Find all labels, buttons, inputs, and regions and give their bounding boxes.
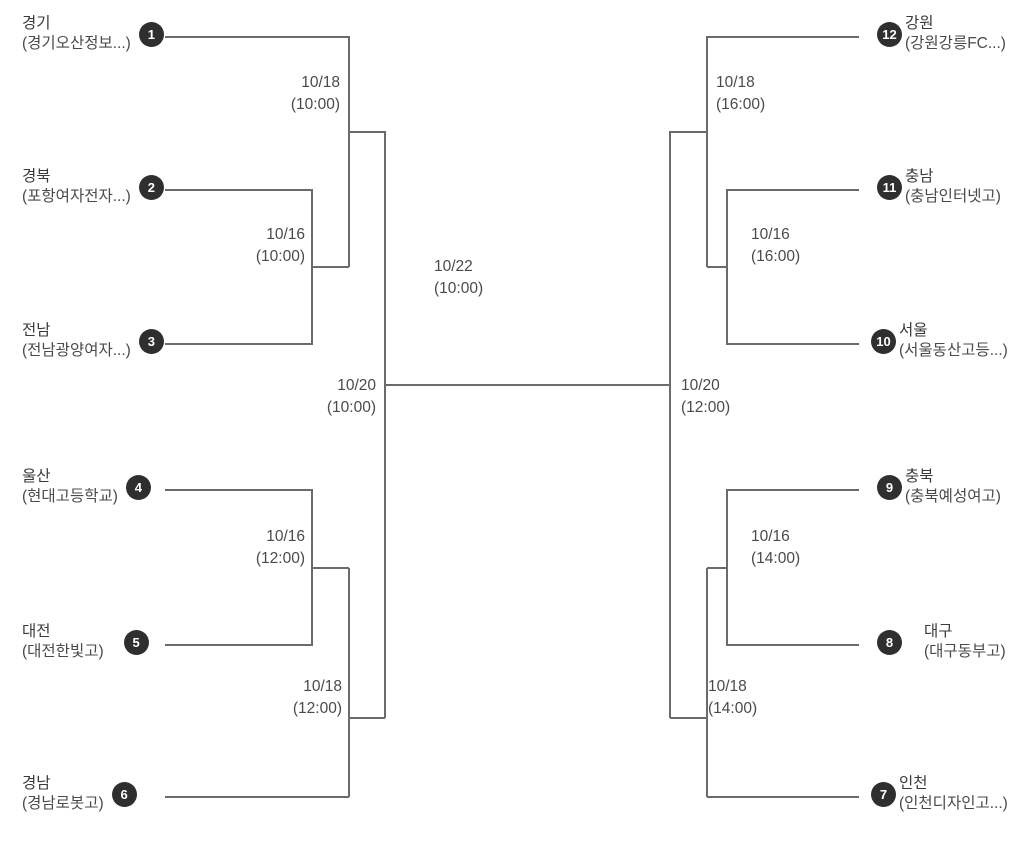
team-region: 대전 [22,623,51,640]
match-date: 10/18 [716,74,755,91]
match-date: 10/16 [266,528,305,545]
team-school: (대전한빛고) [22,643,104,661]
team-entry-left-4[interactable]: 울산 (현대고등학교) 4 [22,467,151,507]
team-region: 울산 [22,468,51,485]
team-entry-right-9[interactable]: 9 충북 (충북예성여고) [877,467,1001,507]
seed-badge[interactable]: 4 [125,474,151,500]
team-name-block: 경북 (포항여자전자...) [22,167,131,207]
match-date: 10/18 [708,678,747,695]
match-time: (12:00) [255,550,305,568]
team-school: (대구동부고) [924,643,1006,661]
team-name-block: 경남 (경남로봇고) [22,774,104,814]
match-label-left-r2-bottom[interactable]: 10/18 (12:00) [202,676,342,721]
seed-badge[interactable]: 6 [111,781,137,807]
match-label-left-semifinal[interactable]: 10/20 (10:00) [236,375,376,420]
seed-badge[interactable]: 1 [138,21,164,47]
seed-badge[interactable]: 9 [877,474,902,500]
team-entry-right-8[interactable]: 8 대구 (대구동부고) [877,622,1006,662]
match-label-final[interactable]: 10/22 (10:00) [434,256,594,301]
team-school: (강원강릉FC...) [905,35,1006,53]
team-name-block: 경기 (경기오산정보...) [22,14,131,54]
team-school: (현대고등학교) [22,488,118,506]
team-school: (포항여자전자...) [22,188,131,206]
team-entry-right-12[interactable]: 12 강원 (강원강릉FC...) [877,14,1006,54]
match-time: (10:00) [255,248,305,266]
match-time: (12:00) [681,399,731,417]
team-entry-left-3[interactable]: 전남 (전남광양여자...) 3 [22,321,164,361]
match-time: (10:00) [290,96,340,114]
team-region: 경기 [22,15,51,32]
team-entry-right-10[interactable]: 10 서울 (서울동산고등...) [871,321,1008,361]
team-name-block: 서울 (서울동산고등...) [899,321,1008,361]
match-date: 10/16 [751,226,790,243]
match-date: 10/18 [303,678,342,695]
team-entry-right-7[interactable]: 7 인천 (인천디자인고...) [871,774,1008,814]
seed-badge[interactable]: 10 [871,328,896,354]
team-name-block: 충남 (충남인터넷고) [905,167,1001,207]
team-region: 인천 [899,775,928,792]
seed-badge[interactable]: 2 [138,174,164,200]
match-time: (16:00) [751,248,801,266]
match-time: (10:00) [326,399,376,417]
seed-badge[interactable]: 7 [871,781,896,807]
match-time: (10:00) [434,280,484,298]
team-region: 경남 [22,775,51,792]
team-school: (충남인터넷고) [905,188,1001,206]
seed-badge[interactable]: 8 [877,629,902,655]
team-school: (서울동산고등...) [899,342,1008,360]
team-entry-left-1[interactable]: 경기 (경기오산정보...) 1 [22,14,164,54]
match-date: 10/20 [337,377,376,394]
team-entry-right-11[interactable]: 11 충남 (충남인터넷고) [877,167,1001,207]
line-seed12-feed [706,36,859,132]
match-date: 10/20 [681,377,720,394]
match-time: (12:00) [292,700,342,718]
team-region: 경북 [22,168,51,185]
seed-badge[interactable]: 3 [138,328,164,354]
team-region: 충북 [905,468,934,485]
team-region: 강원 [905,15,934,32]
team-school: (충북예성여고) [905,488,1001,506]
line-seed1-feed [165,36,350,132]
team-school: (경남로봇고) [22,795,104,813]
team-entry-left-2[interactable]: 경북 (포항여자전자...) 2 [22,167,164,207]
team-region: 서울 [899,322,928,339]
line-right-r2-top-out [669,131,707,385]
match-date: 10/18 [301,74,340,91]
match-label-right-r1-bottom[interactable]: 10/16 (14:00) [751,526,891,571]
team-name-block: 강원 (강원강릉FC...) [905,14,1006,54]
match-label-right-r1-top[interactable]: 10/16 (16:00) [751,224,891,269]
team-region: 대구 [924,623,953,640]
seed-badge[interactable]: 5 [123,629,149,655]
team-name-block: 충북 (충북예성여고) [905,467,1001,507]
match-label-right-semifinal[interactable]: 10/20 (12:00) [681,375,821,420]
team-entry-left-6[interactable]: 경남 (경남로봇고) 6 [22,774,137,814]
team-entry-left-5[interactable]: 대전 (대전한빛고) 5 [22,622,149,662]
match-label-right-r2-bottom[interactable]: 10/18 (14:00) [708,676,848,721]
match-time: (16:00) [716,96,766,114]
team-school: (전남광양여자...) [22,342,131,360]
match-time: (14:00) [708,700,758,718]
match-label-left-r2-top[interactable]: 10/18 (10:00) [200,72,340,117]
team-region: 전남 [22,322,51,339]
match-label-left-r1-top[interactable]: 10/16 (10:00) [165,224,305,269]
match-label-right-r2-top[interactable]: 10/18 (16:00) [716,72,856,117]
match-date: 10/16 [751,528,790,545]
seed-badge[interactable]: 12 [877,21,902,47]
match-date: 10/22 [434,258,473,275]
team-name-block: 대전 (대전한빛고) [22,622,104,662]
team-name-block: 대구 (대구동부고) [924,622,1006,662]
team-school: (경기오산정보...) [22,35,131,53]
team-name-block: 울산 (현대고등학교) [22,467,118,507]
team-school: (인천디자인고...) [899,795,1008,813]
team-name-block: 전남 (전남광양여자...) [22,321,131,361]
match-time: (14:00) [751,550,801,568]
match-label-left-r1-bottom[interactable]: 10/16 (12:00) [165,526,305,571]
team-region: 충남 [905,168,934,185]
seed-badge[interactable]: 11 [877,174,902,200]
team-name-block: 인천 (인천디자인고...) [899,774,1008,814]
line-left-r2-top [349,131,386,385]
match-date: 10/16 [266,226,305,243]
